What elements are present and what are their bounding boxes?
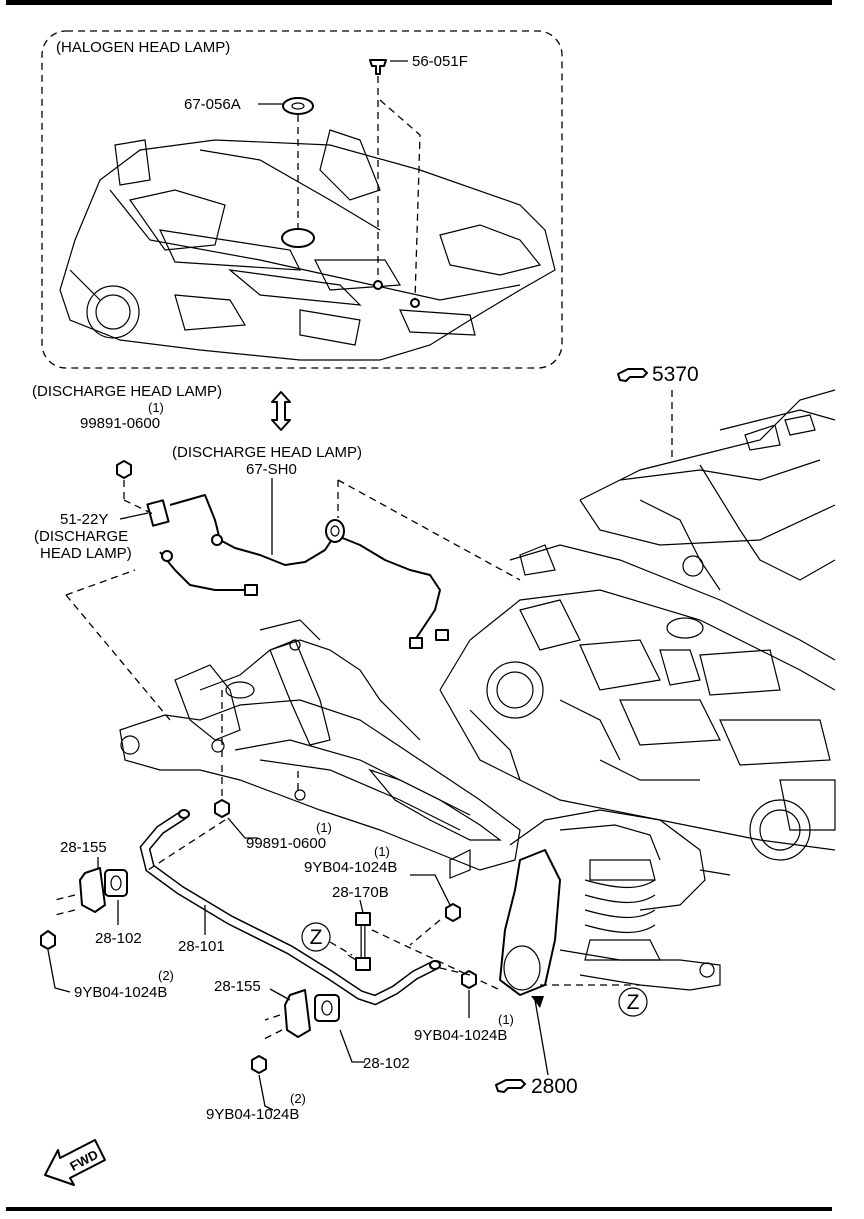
label-28-170b: 28-170B (332, 884, 389, 901)
ref-5370[interactable]: 5370 (617, 363, 699, 460)
pointing-hand-icon (617, 368, 648, 382)
bottom-rule (6, 1207, 832, 1211)
nut-9yb-mid (445, 903, 461, 922)
label-9yb04-1024b-bottom: 9YB04-1024B (206, 1106, 299, 1123)
nut-9yb-right (461, 970, 477, 989)
top-rule (6, 0, 832, 5)
harness-67-sh0 (146, 478, 521, 649)
ref-2800[interactable]: 2800 (495, 1075, 578, 1098)
label-discharge-note-a: (DISCHARGE (34, 528, 128, 545)
nut-9yb-left (40, 930, 56, 950)
body-undercover (439, 389, 836, 861)
label-qty-9yb-bottom: (2) (290, 1091, 306, 1106)
nut-99891-bottom (214, 799, 230, 818)
label-28-101: 28-101 (178, 938, 225, 955)
label-qty-99891-bottom: (1) (316, 820, 332, 835)
stabilizer-bar-28-101 (139, 809, 441, 1006)
label-9yb04-1024b-left: 9YB04-1024B (74, 984, 167, 1001)
stabilizer-link-28-170b (347, 912, 501, 991)
label-qty-9yb-left: (2) (158, 968, 174, 983)
label-9yb04-1024b-right: 9YB04-1024B (414, 1027, 507, 1044)
label-99891-0600-top: 99891-0600 (80, 415, 160, 432)
halogen-detail-box: (HALOGEN HEAD LAMP) 56-051F 67-056A (41, 30, 563, 369)
label-51-22y: 51-22Y (60, 511, 108, 528)
label-28-155-left: 28-155 (60, 839, 107, 856)
ref-2800-text: 2800 (531, 1075, 578, 1098)
label-67-056a: 67-056A (184, 96, 241, 113)
crossmember (119, 619, 521, 879)
label-discharge-head-lamp-1: (DISCHARGE HEAD LAMP) (32, 383, 222, 400)
label-qty-99891-top: (1) (148, 400, 164, 415)
label-discharge-head-lamp-2: (DISCHARGE HEAD LAMP) (172, 444, 362, 461)
detail-box-title: (HALOGEN HEAD LAMP) (56, 39, 230, 56)
label-qty-9yb-right: (1) (498, 1012, 514, 1027)
bushing-bracket-right (261, 989, 340, 1041)
double-arrow-icon (271, 391, 291, 431)
suspension-assembly (499, 809, 731, 996)
clip-part (369, 59, 387, 75)
bushing-bracket-left (54, 867, 128, 916)
label-qty-9yb-mid: (1) (374, 844, 390, 859)
nut-99891-top (116, 460, 156, 516)
callout-z-right-text: Z (627, 991, 640, 1014)
pointing-hand-icon (495, 1079, 526, 1093)
ref-5370-text: 5370 (652, 363, 699, 386)
label-discharge-note-b: HEAD LAMP) (40, 545, 132, 562)
grommet-part (282, 97, 314, 115)
label-67-sh0: 67-SH0 (246, 461, 297, 478)
callout-z-left-text: Z (310, 926, 323, 949)
nut-9yb-bottom (251, 1055, 267, 1074)
label-28-102-left: 28-102 (95, 930, 142, 947)
label-9yb04-1024b-mid: 9YB04-1024B (304, 859, 397, 876)
fwd-arrow-icon: FWD (44, 1139, 106, 1186)
callout-z-left: Z (301, 922, 353, 956)
label-56-051f: 56-051F (412, 53, 468, 70)
label-28-102-right: 28-102 (363, 1055, 410, 1072)
label-99891-0600-bottom: 99891-0600 (246, 835, 326, 852)
label-28-155-right: 28-155 (214, 978, 261, 995)
callout-z-right: Z (618, 987, 648, 1017)
